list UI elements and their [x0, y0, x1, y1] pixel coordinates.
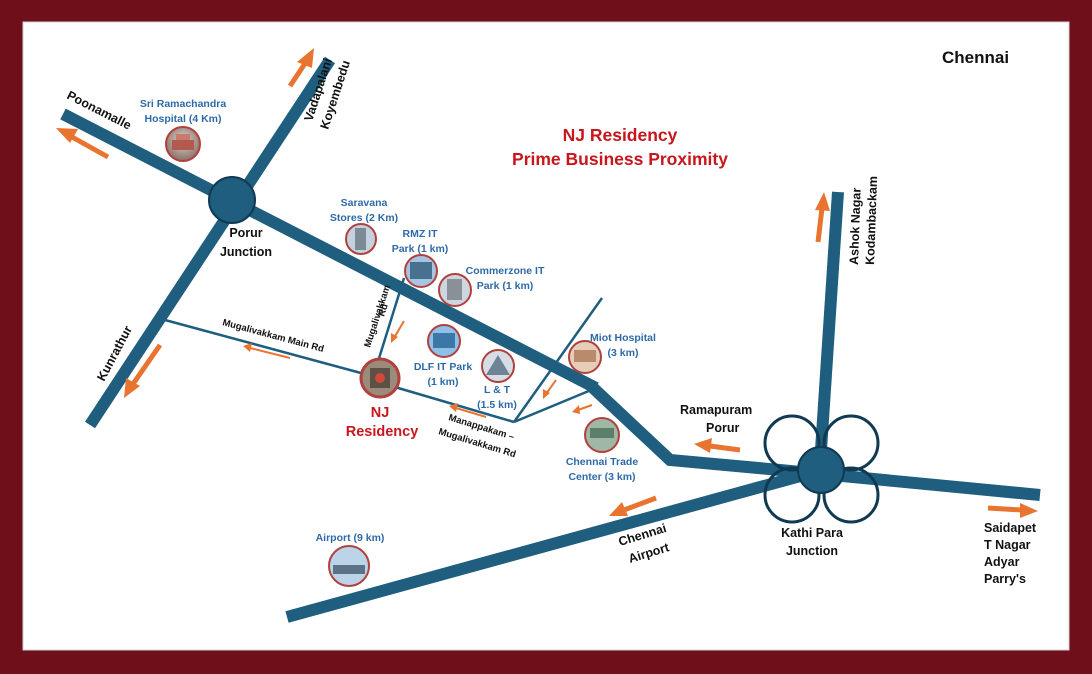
airport-label: Airport (9 km) — [316, 532, 385, 544]
miot-label-2: (3 km) — [608, 347, 639, 359]
arrow-saidapet — [987, 503, 1038, 518]
mugalivakkam-rd-label-2: Rd — [376, 302, 390, 318]
ashok-nagar-label: Ashok Nagar — [847, 187, 864, 265]
arrow-ashok-nagar — [815, 192, 830, 243]
nj-residency-photo — [359, 357, 401, 399]
rmz-label-2: Park (1 km) — [392, 243, 449, 255]
porur-junction-marker — [208, 176, 256, 224]
rmz-label-1: RMZ IT — [403, 228, 439, 240]
porur-junction-label-1: Porur — [229, 226, 262, 240]
poi-markers — [165, 126, 620, 587]
miot-photo — [568, 340, 602, 374]
arrow-kunrathur — [124, 343, 163, 398]
arrow-poonamalle — [56, 128, 110, 160]
road-porur-guindy — [585, 380, 1041, 501]
parrys-label: Parry's — [984, 572, 1026, 586]
road-ashok-nagar — [814, 191, 844, 466]
road-link-main — [513, 386, 597, 424]
commerzone-label-2: Park (1 km) — [477, 280, 534, 292]
lt-label-2: (1.5 km) — [477, 399, 517, 411]
title-line-1: NJ Residency — [563, 125, 678, 145]
road-mugalivakkam-main — [164, 318, 373, 378]
commerzone-photo — [438, 273, 472, 307]
city-label: Chennai — [942, 48, 1009, 67]
minor-roads — [164, 277, 604, 424]
arrow-airport — [609, 495, 657, 516]
commerzone-label-1: Commerzone IT — [466, 265, 545, 277]
nj-residency-label-1: NJ — [371, 405, 390, 421]
rmz-photo — [404, 254, 438, 288]
porur-junction-label-2: Junction — [220, 245, 272, 259]
dlf-label-2: (1 km) — [428, 376, 459, 388]
kodambackam-label: Kodambackam — [863, 176, 880, 265]
adyar-label: Adyar — [984, 555, 1020, 569]
dlf-label-1: DLF IT Park — [414, 361, 473, 373]
trade-center-label-2: Center (3 km) — [568, 471, 635, 483]
road-poonamalle-porur — [60, 108, 599, 394]
saidapet-label: Saidapet — [984, 521, 1037, 535]
saravana-label-1: Saravana — [341, 197, 388, 209]
ramachandra-label-1: Sri Ramachandra — [140, 98, 227, 110]
kathi-para-label-2: Junction — [786, 544, 838, 558]
trade-center-photo — [584, 417, 620, 453]
title-line-2: Prime Business Proximity — [512, 149, 728, 169]
ramapuram-label-2: Porur — [706, 421, 739, 435]
direction-arrows — [56, 48, 1038, 518]
arrow-ramapuram — [694, 438, 741, 453]
dlf-photo — [427, 324, 461, 358]
main-roads — [60, 56, 1041, 623]
road-link-miot — [512, 297, 604, 423]
airport-photo — [328, 545, 370, 587]
kathi-para-label-1: Kathi Para — [781, 526, 844, 540]
arrow-vadapalani — [287, 48, 314, 88]
ramachandra-label-2: Hospital (4 Km) — [144, 113, 221, 125]
trade-center-label-1: Chennai Trade — [566, 456, 639, 468]
nj-residency-label-2: Residency — [346, 424, 419, 440]
saravana-label-2: Stores (2 Km) — [330, 212, 398, 224]
ramachandra-photo — [165, 126, 201, 162]
road-airport — [285, 466, 817, 623]
small-arrows — [243, 320, 593, 418]
miot-label-1: Miot Hospital — [590, 332, 656, 344]
road-mugalivakkam-rd — [374, 277, 406, 369]
t-nagar-label: T Nagar — [984, 538, 1031, 552]
kathi-para-cloverleaf — [763, 414, 880, 524]
saravana-photo — [345, 223, 377, 255]
lt-label-1: L & T — [484, 384, 511, 396]
ramapuram-label-1: Ramapuram — [680, 403, 752, 417]
kathi-para-junction-marker — [797, 446, 845, 494]
road-manappakam — [387, 383, 515, 424]
lt-photo — [481, 349, 515, 383]
road-vadapalani-kunrathur — [84, 56, 336, 429]
